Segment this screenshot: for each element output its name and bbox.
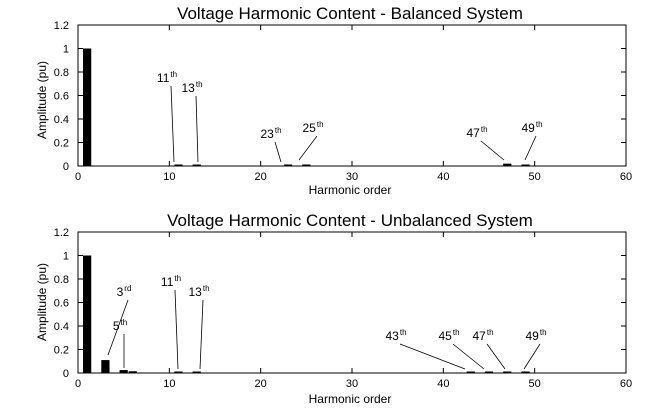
balanced-leader-line [480, 140, 505, 161]
unbalanced-y-axis-label: Amplitude (pu) [35, 263, 49, 341]
balanced-harmonic-label: 47th [466, 125, 487, 140]
unbalanced-harmonic-label: 13th [188, 284, 209, 299]
unbalanced-annotations: 3rd 5th 11th 13th 43th 45th 47th 49th [107, 274, 547, 370]
balanced-leader-line [298, 135, 318, 161]
balanced-y-tick-label: 0.4 [54, 114, 69, 126]
unbalanced-bar-h1 [83, 255, 92, 373]
balanced-harmonic-label: 11th [157, 70, 177, 85]
unbalanced-harmonic-label: 43th [385, 328, 406, 343]
balanced-y-tick-label: 0 [63, 161, 69, 173]
balanced-chart-panel: Voltage Harmonic Content - Balanced Syst… [35, 4, 632, 197]
unbalanced-harmonic-label: 11th [161, 274, 181, 289]
unbalanced-leader-line [399, 343, 466, 370]
balanced-leader-line [170, 85, 175, 163]
unbalanced-leader-line [523, 343, 541, 370]
balanced-bar-h25 [302, 164, 311, 166]
unbalanced-harmonic-label: 49th [525, 328, 546, 343]
balanced-x-tick-label: 10 [163, 171, 175, 183]
balanced-x-tick-label: 30 [346, 171, 358, 183]
balanced-x-tick-label: 40 [437, 171, 449, 183]
balanced-x-tick-label: 60 [620, 171, 632, 183]
unbalanced-chart-panel: Voltage Harmonic Content - Unbalanced Sy… [35, 211, 632, 406]
unbalanced-plot-frame [77, 231, 627, 374]
unbalanced-y-tick-label: 0.6 [54, 298, 69, 310]
balanced-y-tick-label: 0.8 [54, 67, 69, 79]
balanced-bar-h47 [503, 163, 512, 166]
unbalanced-bar-h5 [119, 370, 128, 373]
unbalanced-bar-h49 [521, 371, 530, 373]
unbalanced-y-tick-label: 0.2 [54, 345, 69, 357]
unbalanced-bar-h11 [174, 371, 183, 373]
balanced-bars [83, 48, 530, 166]
unbalanced-bar-h47 [503, 371, 512, 373]
balanced-y-axis-label: Amplitude (pu) [35, 61, 49, 139]
unbalanced-bars [83, 255, 530, 373]
balanced-y-tick-label: 0.6 [54, 91, 69, 103]
unbalanced-harmonic-label: 3rd [117, 284, 132, 299]
unbalanced-bar-h6 [128, 371, 137, 373]
balanced-harmonic-label: 13th [181, 80, 202, 95]
unbalanced-leader-line [486, 343, 506, 370]
unbalanced-x-tick-label: 0 [75, 378, 81, 390]
balanced-leader-line [274, 141, 282, 163]
unbalanced-axis-ticks: 0 0.2 0.4 0.6 0.8 1 1.2 0 10 20 30 40 50 60 [54, 227, 632, 390]
balanced-bar-h49 [521, 164, 530, 166]
balanced-axis-ticks: 0 0.2 0.4 0.6 0.8 1 1.2 0 10 20 30 40 50 60 [54, 20, 632, 183]
unbalanced-y-tick-label: 0.4 [54, 321, 69, 333]
unbalanced-x-axis-label: Harmonic order [309, 392, 392, 406]
unbalanced-bar-h13 [192, 371, 201, 373]
balanced-x-tick-label: 50 [529, 171, 541, 183]
unbalanced-harmonic-label: 45th [438, 328, 459, 343]
balanced-y-tick-label: 1 [63, 44, 69, 56]
balanced-bar-h11 [174, 164, 183, 166]
balanced-annotations: 11th 13th 23th 25th 47th 49th [157, 70, 543, 163]
balanced-leader-line [524, 135, 537, 161]
unbalanced-y-tick-label: 1.2 [54, 227, 69, 239]
unbalanced-harmonic-label: 5th [113, 318, 127, 333]
unbalanced-harmonic-label: 47th [472, 328, 493, 343]
balanced-x-tick-label: 0 [75, 171, 81, 183]
unbalanced-x-tick-label: 60 [620, 378, 632, 390]
balanced-harmonic-label: 23th [260, 126, 281, 141]
balanced-harmonic-label: 25th [302, 120, 323, 135]
unbalanced-x-tick-label: 20 [255, 378, 267, 390]
balanced-y-tick-label: 0.2 [54, 138, 69, 150]
balanced-x-tick-label: 20 [255, 171, 267, 183]
unbalanced-bar-h3 [101, 360, 110, 373]
balanced-plot-frame [77, 24, 627, 167]
unbalanced-x-tick-label: 30 [346, 378, 358, 390]
balanced-x-axis-label: Harmonic order [309, 183, 392, 197]
unbalanced-bar-h43 [466, 371, 475, 373]
balanced-y-tick-label: 1.2 [54, 20, 69, 32]
unbalanced-leader-line [174, 289, 179, 370]
balanced-bar-h1 [83, 48, 92, 166]
unbalanced-bar-h45 [484, 371, 494, 373]
unbalanced-x-tick-label: 10 [163, 378, 175, 390]
unbalanced-y-tick-label: 1 [63, 251, 69, 263]
unbalanced-y-tick-label: 0 [63, 368, 69, 380]
balanced-leader-line [195, 95, 199, 163]
unbalanced-chart-title: Voltage Harmonic Content - Unbalanced Sy… [167, 211, 533, 230]
balanced-harmonic-label: 49th [521, 120, 542, 135]
balanced-bar-h13 [192, 164, 201, 166]
balanced-chart-title: Voltage Harmonic Content - Balanced Syst… [177, 4, 523, 23]
unbalanced-leader-line [199, 299, 204, 370]
unbalanced-leader-line [452, 343, 485, 370]
unbalanced-leader-line [107, 299, 129, 356]
balanced-bar-h23 [283, 164, 293, 166]
unbalanced-x-tick-label: 40 [437, 378, 449, 390]
unbalanced-y-tick-label: 0.8 [54, 274, 69, 286]
unbalanced-x-tick-label: 50 [529, 378, 541, 390]
